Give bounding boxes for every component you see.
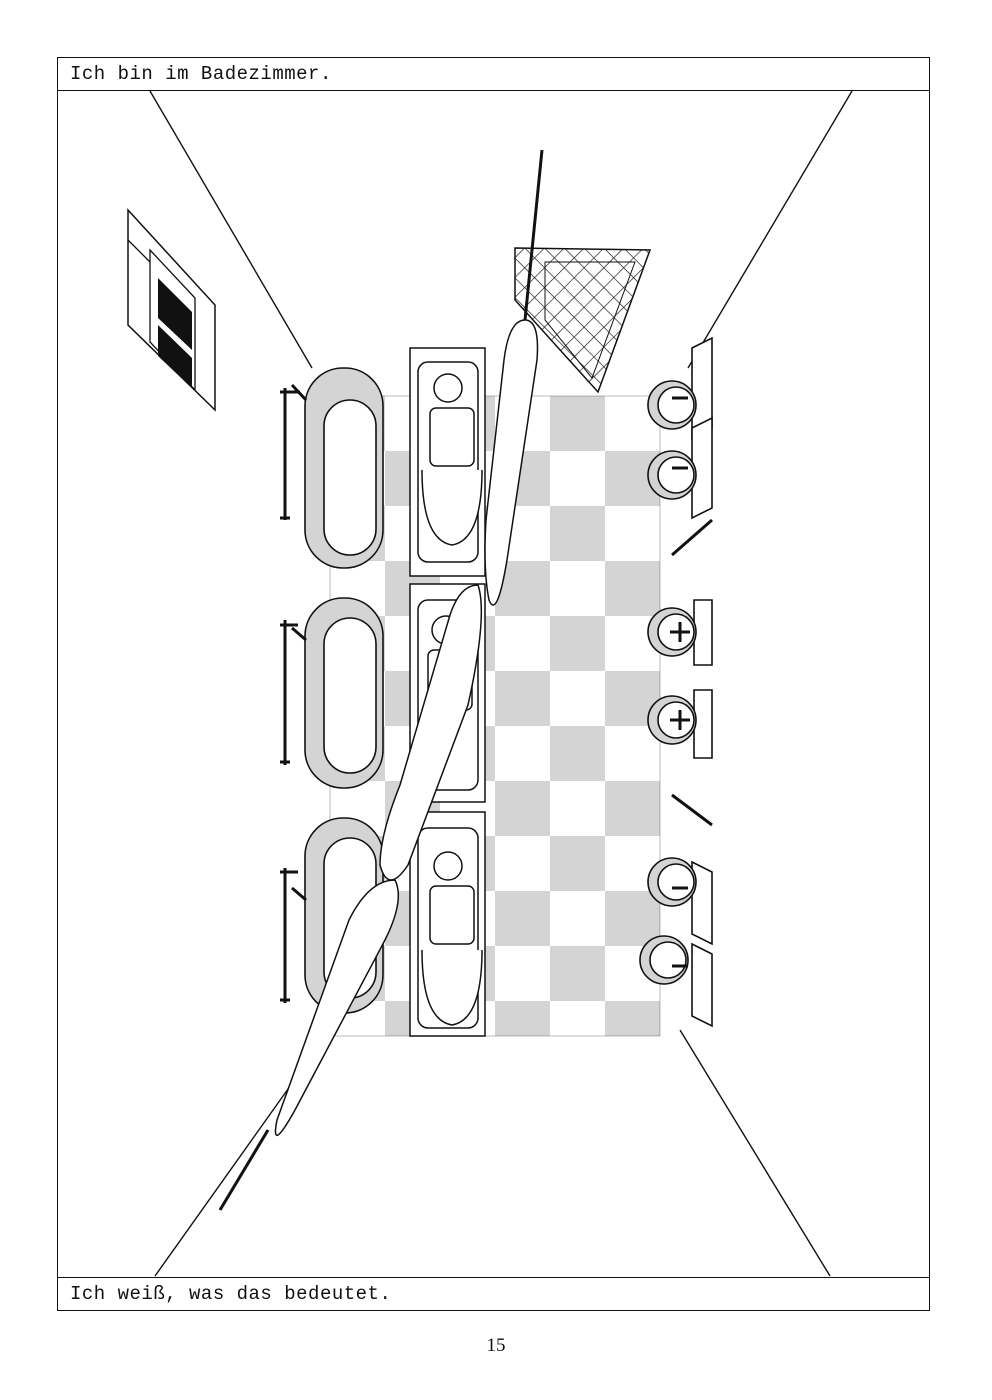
page-number: 15 (486, 1335, 506, 1356)
sink-2 (647, 416, 713, 520)
comic-panel (57, 90, 930, 1278)
lattice-rug (514, 247, 652, 394)
caption-top-text: Ich bin im Badezimmer. (70, 63, 332, 85)
sink-6 (639, 935, 713, 1028)
stretched-figure (218, 149, 544, 1211)
caption-bottom: Ich weiß, was das bedeutet. (57, 1277, 930, 1311)
window (127, 208, 216, 412)
sinks (639, 336, 713, 1028)
caption-top: Ich bin im Badezimmer. (57, 57, 930, 91)
sink-4 (647, 689, 713, 759)
stall-1 (409, 347, 486, 577)
sink-5 (647, 857, 713, 946)
caption-bottom-text: Ich weiß, was das bedeutet. (70, 1283, 392, 1305)
stall-3 (409, 811, 486, 1037)
bathtub-2 (280, 597, 384, 789)
sink-3 (647, 599, 713, 666)
bathtub-1 (280, 367, 384, 569)
sink-1 (647, 336, 713, 440)
towel-hooks (671, 518, 713, 827)
